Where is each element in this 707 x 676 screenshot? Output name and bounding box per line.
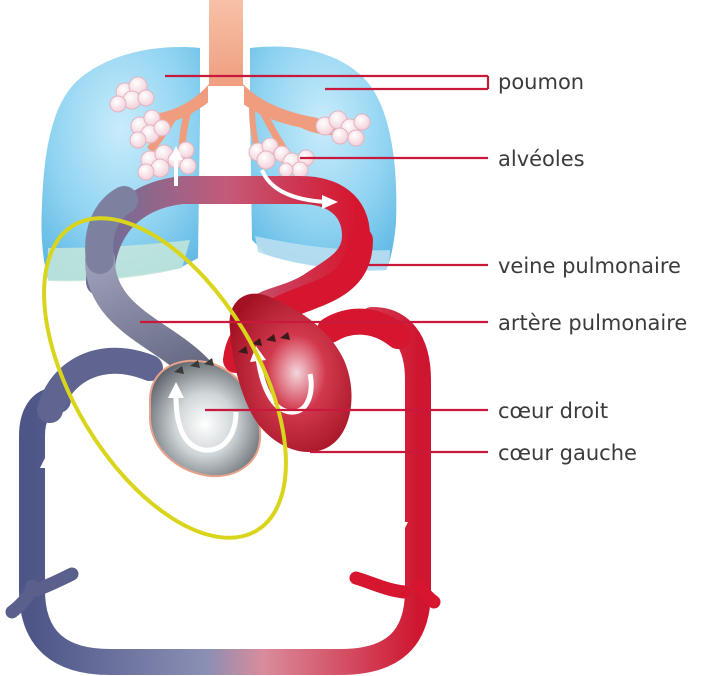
label-coeur-droit: cœur droit: [498, 399, 608, 423]
aorta-upper: [330, 322, 398, 336]
label-coeur-gauche: cœur gauche: [498, 441, 637, 465]
labels: poumon alvéoles veine pulmonaire artère …: [498, 70, 687, 465]
aorta-right-branch: [356, 578, 434, 602]
label-artere-pulmonaire: artère pulmonaire: [498, 311, 687, 335]
label-veine-pulmonaire: veine pulmonaire: [498, 254, 681, 278]
label-alveoles: alvéoles: [498, 147, 585, 171]
label-poumon: poumon: [498, 70, 584, 94]
